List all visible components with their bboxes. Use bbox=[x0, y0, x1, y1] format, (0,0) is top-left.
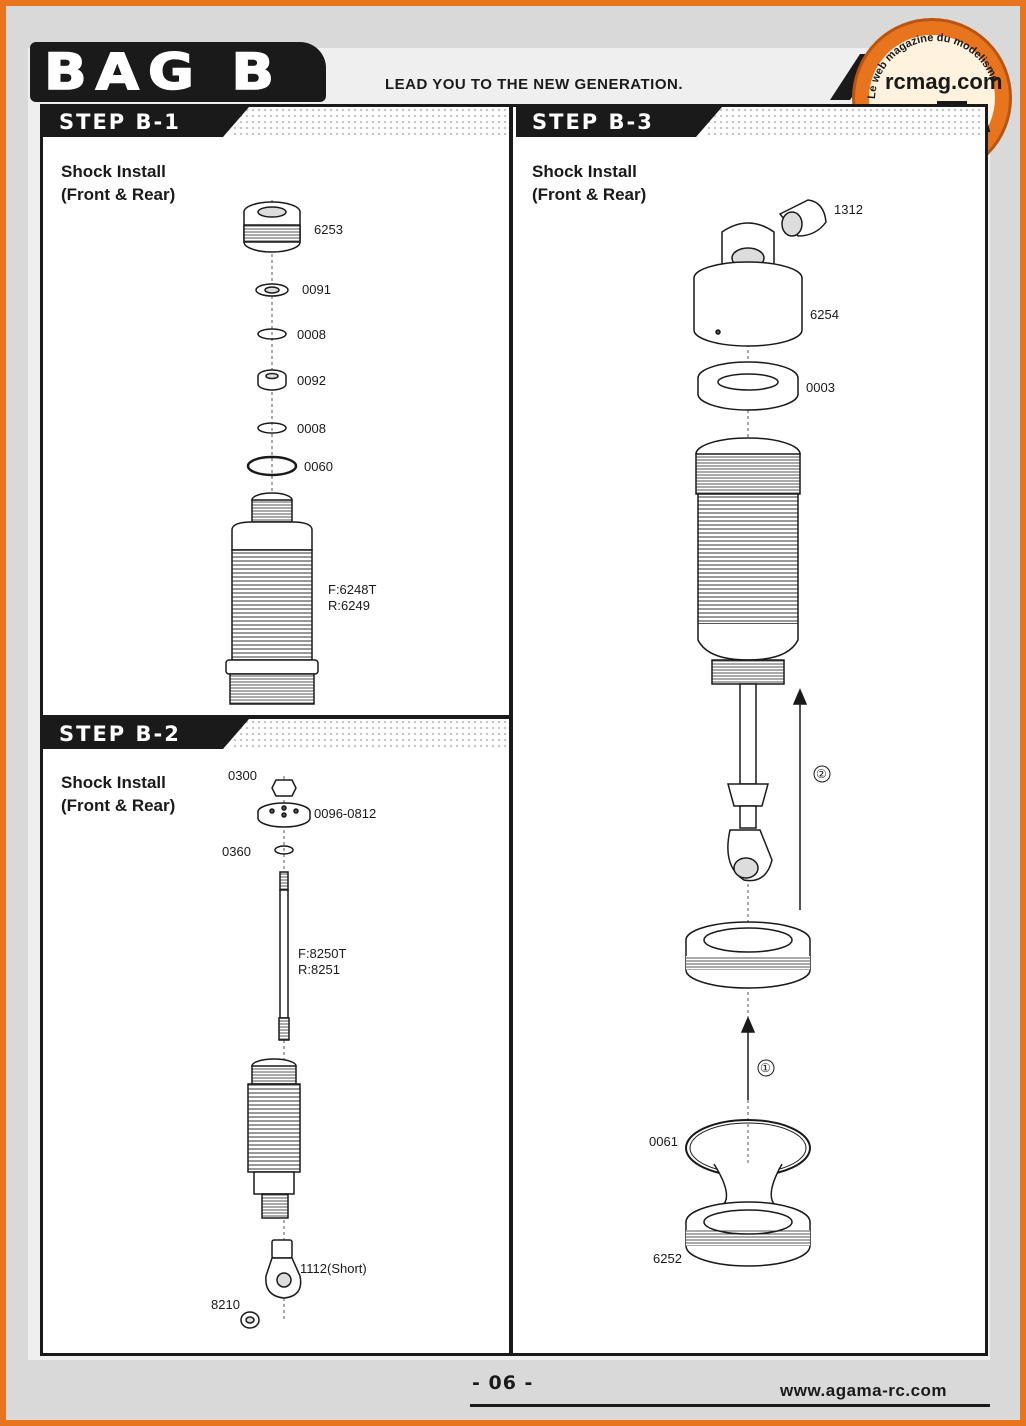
step-b2-diagram bbox=[240, 776, 311, 1329]
label-0008-bottom: 0008 bbox=[297, 421, 326, 436]
label-shaft-rear: R:8251 bbox=[298, 962, 340, 977]
website-url: www.agama-rc.com bbox=[780, 1381, 948, 1400]
step-b3-heading-line1: Shock Install bbox=[532, 162, 637, 181]
step-b2-heading: Shock Install (Front & Rear) bbox=[61, 771, 175, 817]
oring-0008-top bbox=[257, 328, 287, 340]
washer-0091 bbox=[255, 283, 289, 297]
oring-0008-bottom bbox=[257, 422, 287, 434]
label-body-front: F:6248T bbox=[328, 582, 377, 597]
order-marker-2: ② bbox=[816, 767, 827, 781]
step-b1-diagram bbox=[225, 200, 319, 705]
step-b3-heading: Shock Install (Front & Rear) bbox=[532, 160, 646, 206]
tagline: LEAD YOU TO THE NEW GENERATION. bbox=[385, 76, 684, 93]
label-0008-top: 0008 bbox=[297, 327, 326, 342]
order-marker-1: ① bbox=[760, 1061, 771, 1075]
label-0360: 0360 bbox=[222, 844, 251, 859]
rod-end-b3 bbox=[727, 805, 773, 882]
step-b3-tab: STEP B-3 bbox=[516, 107, 722, 137]
step-b2-tab: STEP B-2 bbox=[43, 719, 249, 749]
cap-bushing-1312 bbox=[778, 199, 827, 237]
lower-collar-6252 bbox=[685, 1163, 811, 1267]
ball-8210 bbox=[240, 1311, 260, 1329]
step-b2-heading-line1: Shock Install bbox=[61, 773, 166, 792]
bag-banner bbox=[30, 42, 326, 102]
oring-0060 bbox=[246, 455, 298, 477]
label-0096: 0096-0812 bbox=[314, 806, 377, 821]
cap-seal-0003 bbox=[697, 361, 799, 411]
shock-shaft bbox=[278, 871, 290, 1041]
step-b1-heading: Shock Install (Front & Rear) bbox=[61, 160, 175, 206]
shaft-b3 bbox=[727, 683, 769, 807]
footer-rule bbox=[470, 1404, 990, 1407]
step-b1-heading-line1: Shock Install bbox=[61, 162, 166, 181]
spring-collar bbox=[685, 921, 811, 989]
shock-body-b3 bbox=[695, 437, 801, 685]
piston-0096 bbox=[257, 802, 311, 828]
arrow-2 bbox=[792, 688, 831, 910]
label-0060: 0060 bbox=[304, 459, 333, 474]
rod-end-1112 bbox=[265, 1239, 302, 1299]
label-0003: 0003 bbox=[806, 380, 835, 395]
shock-body-b2 bbox=[247, 1058, 301, 1219]
page-number: - 06 - bbox=[472, 1372, 534, 1394]
label-0091: 0091 bbox=[302, 282, 331, 297]
label-0092: 0092 bbox=[297, 373, 326, 388]
shock-top-cap-6254 bbox=[693, 222, 803, 347]
label-1312: 1312 bbox=[834, 202, 863, 217]
label-0300: 0300 bbox=[228, 768, 257, 783]
spacer-0092 bbox=[257, 369, 287, 391]
badge-site: rcmag.com bbox=[885, 69, 1003, 94]
step-b3-diagram bbox=[685, 199, 831, 1267]
step-b1-tab: STEP B-1 bbox=[43, 107, 249, 137]
label-shaft-front: F:8250T bbox=[298, 946, 347, 961]
step-b2-tab-pattern bbox=[232, 719, 508, 749]
step-b3-tab-pattern bbox=[706, 107, 984, 137]
label-6253: 6253 bbox=[314, 222, 343, 237]
label-1112: 1112(Short) bbox=[300, 1261, 367, 1276]
label-body-rear: R:6249 bbox=[328, 598, 370, 613]
step-b3-heading-line2: (Front & Rear) bbox=[532, 185, 647, 204]
label-6252: 6252 bbox=[653, 1251, 682, 1266]
arrow-1 bbox=[740, 1016, 775, 1100]
clip-0360 bbox=[274, 845, 294, 855]
step-b2-heading-line2: (Front & Rear) bbox=[61, 796, 176, 815]
bag-title: BAG B bbox=[43, 43, 283, 101]
shock-cap-6253 bbox=[243, 201, 301, 253]
step-b1-tab-pattern bbox=[232, 107, 508, 137]
label-0061: 0061 bbox=[649, 1134, 678, 1149]
shock-body-b1 bbox=[225, 492, 319, 705]
nut-0300 bbox=[271, 779, 297, 797]
step-b1-heading-line2: (Front & Rear) bbox=[61, 185, 176, 204]
label-8210: 8210 bbox=[211, 1297, 240, 1312]
label-6254: 6254 bbox=[810, 307, 839, 322]
